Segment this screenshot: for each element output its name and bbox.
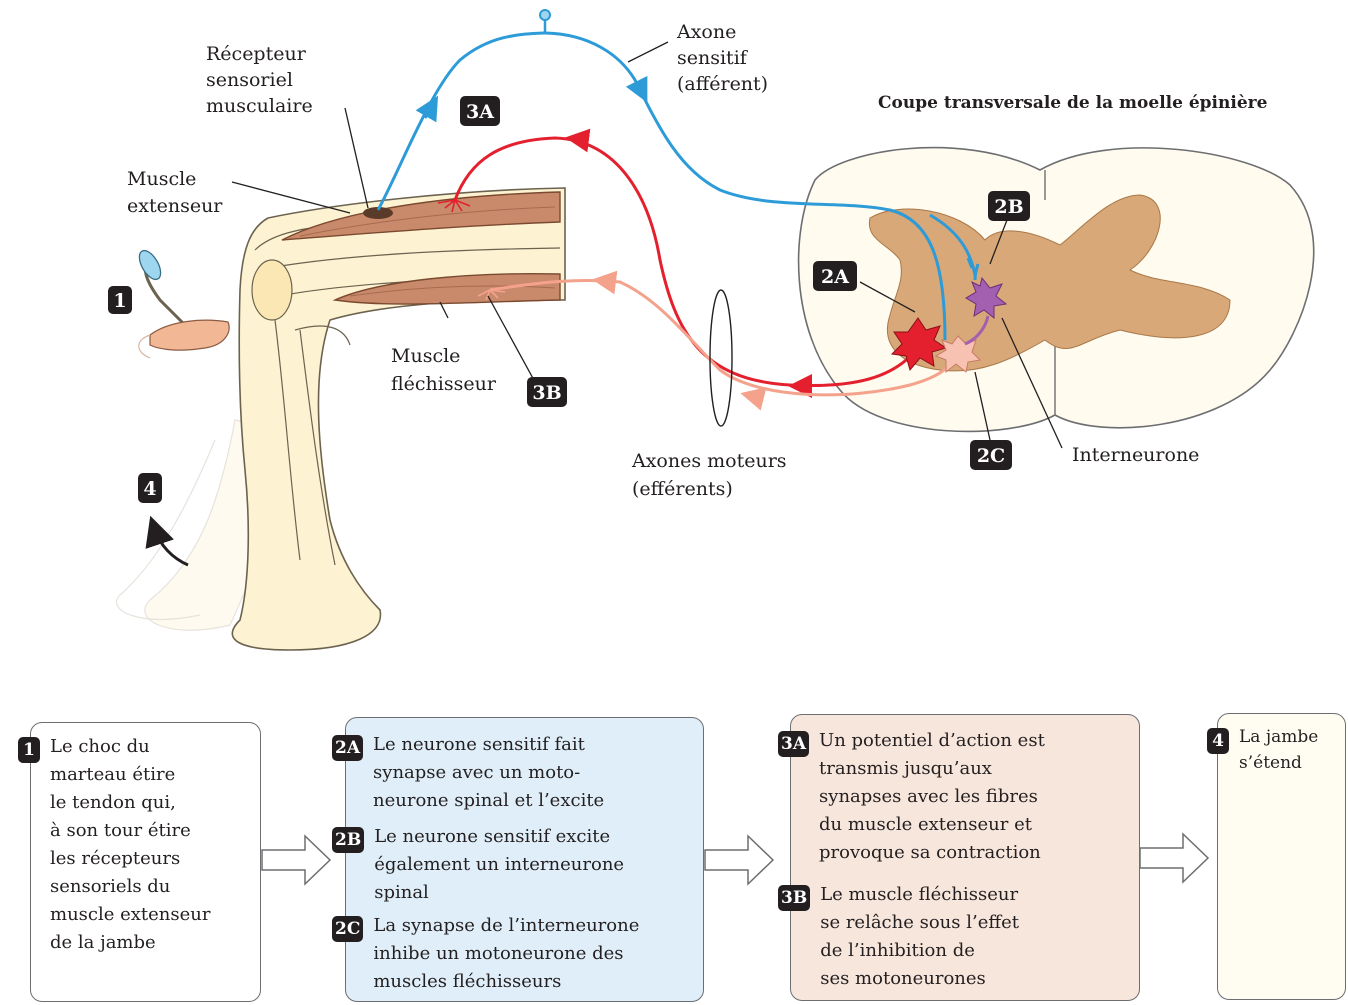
step-2b: 2B Le neurone sensitif excite également … — [332, 823, 624, 907]
step-2c: 2C La synapse de l’interneurone inhibe u… — [332, 912, 639, 996]
svg-text:2B: 2B — [994, 196, 1023, 218]
leg — [232, 188, 565, 650]
badge-2c: 2C — [970, 440, 1012, 470]
reflex-hammer-icon — [135, 247, 229, 358]
step-4: 4 La jambe s’étend — [1207, 724, 1318, 776]
step-1: 1 Le choc du marteau étire le tendon qui… — [18, 733, 210, 957]
motor-axons-bundle — [710, 290, 732, 426]
flow-arrow-3 — [1140, 834, 1208, 882]
step-4-text: La jambe s’étend — [1239, 724, 1318, 776]
label-interneurone: Interneurone — [1072, 444, 1199, 466]
step-2a-text: Le neurone sensitif fait synapse avec un… — [373, 731, 604, 815]
svg-text:2C: 2C — [977, 445, 1005, 467]
label-muscle-extenseur: Muscle extenseur — [127, 168, 223, 217]
badge-2a: 2A — [813, 261, 857, 291]
badge-3a: 3A — [460, 96, 500, 126]
step-4-badge: 4 — [1207, 728, 1229, 754]
step-3b-text: Le muscle fléchisseur se relâche sous l’… — [820, 881, 1019, 993]
step-2c-badge: 2C — [332, 916, 363, 942]
step-3b: 3B Le muscle fléchisseur se relâche sous… — [778, 881, 1019, 993]
reflex-diagram: Récepteur sensoriel musculaire Axone sen… — [0, 0, 1348, 705]
step-3a: 3A Un potentiel d’action est transmis ju… — [778, 727, 1045, 867]
svg-text:1: 1 — [113, 290, 126, 312]
svg-text:4: 4 — [143, 478, 156, 500]
badge-1: 1 — [108, 286, 132, 314]
label-muscle-flechisseur: Muscle fléchisseur — [391, 345, 497, 395]
flow-arrow-2 — [705, 836, 773, 884]
flow-arrow-1 — [262, 836, 330, 884]
step-2c-text: La synapse de l’interneurone inhibe un m… — [373, 912, 639, 996]
step-1-badge: 1 — [18, 737, 40, 763]
step-2a-badge: 2A — [332, 735, 363, 761]
step-3a-badge: 3A — [778, 731, 809, 757]
svg-text:2A: 2A — [821, 266, 849, 288]
label-axones-moteurs: Axones moteurs (efférents) — [631, 450, 793, 500]
diagram-title: Coupe transversale de la moelle épinière — [878, 93, 1268, 113]
label-recepteur: Récepteur sensoriel musculaire — [206, 43, 313, 117]
step-3a-text: Un potentiel d’action est transmis jusqu… — [819, 727, 1045, 867]
badge-3b: 3B — [527, 377, 567, 407]
spinal-cord-section — [799, 148, 1314, 432]
svg-text:3A: 3A — [466, 101, 494, 123]
step-2b-text: Le neurone sensitif excite également un … — [374, 823, 624, 907]
step-1-text: Le choc du marteau étire le tendon qui, … — [50, 733, 210, 957]
step-2a: 2A Le neurone sensitif fait synapse avec… — [332, 731, 604, 815]
label-axone-sensitif: Axone sensitif (afférent) — [676, 21, 768, 95]
badge-2b: 2B — [988, 191, 1030, 221]
badge-4: 4 — [138, 473, 162, 503]
step-3b-badge: 3B — [778, 885, 810, 911]
step-2b-badge: 2B — [332, 827, 364, 853]
svg-text:3B: 3B — [532, 382, 561, 404]
